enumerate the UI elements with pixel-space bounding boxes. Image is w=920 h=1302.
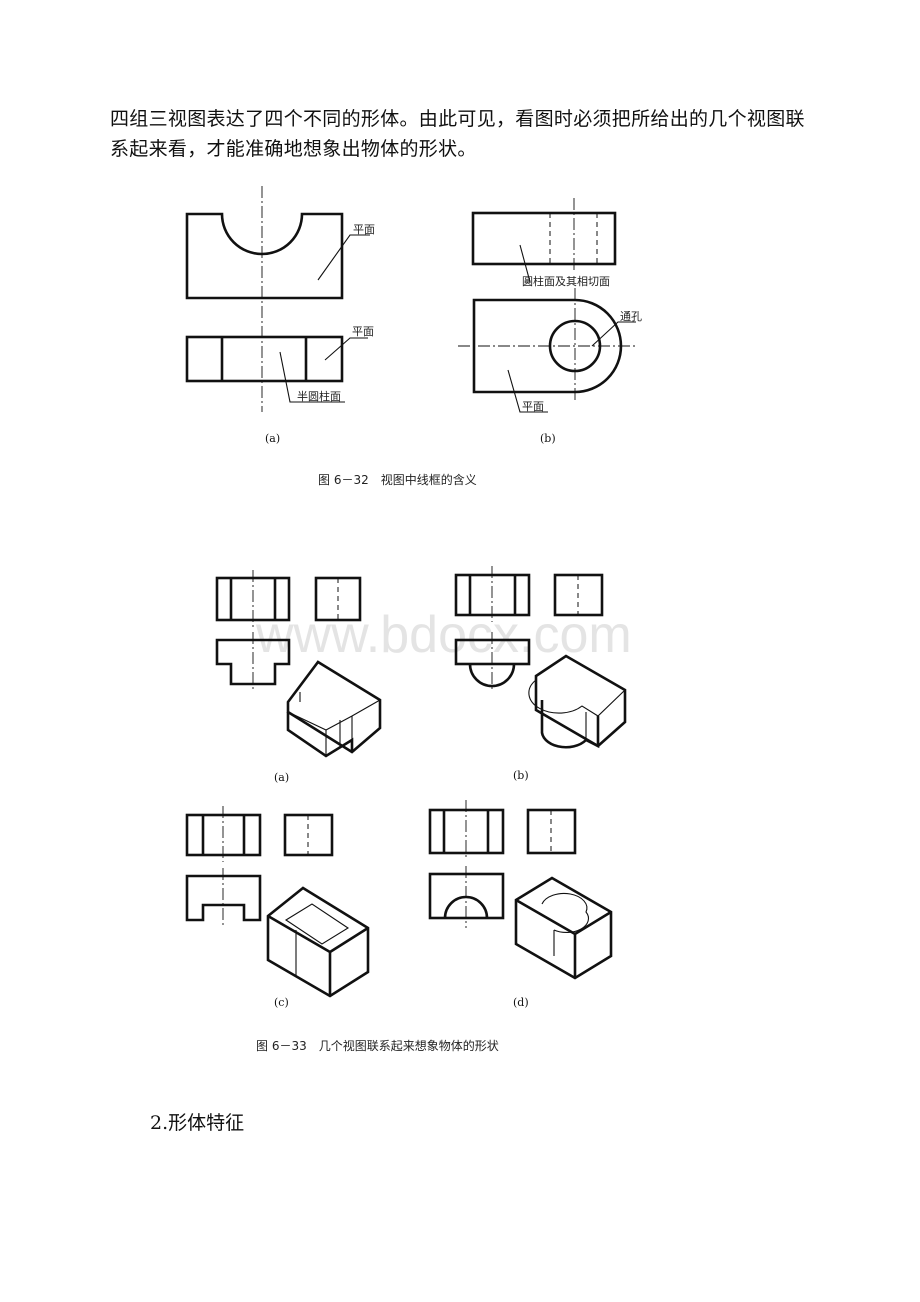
figure-6-33-caption: 图 6－33 几个视图联系起来想象物体的形状 xyxy=(256,1038,499,1053)
label-plane-side: 平面 xyxy=(352,325,374,338)
intro-paragraph: 四组三视图表达了四个不同的形体。由此可见，看图时必须把所给出的几个视图联系起来看… xyxy=(110,108,805,160)
label-plane-b: 平面 xyxy=(522,400,544,413)
fig32-sub-b: (b) xyxy=(540,432,556,445)
figure-6-32-a xyxy=(185,186,370,412)
section-heading: 2.形体特征 xyxy=(150,1112,245,1134)
figure-6-33-d xyxy=(428,800,613,980)
figure-6-33-c xyxy=(185,806,370,998)
label-half-cylinder: 半圆柱面 xyxy=(297,389,341,403)
figure-6-32-caption: 图 6－32 视图中线框的含义 xyxy=(318,472,477,487)
figure-6-32-b xyxy=(458,198,636,413)
fig33-sub-d: (d) xyxy=(513,996,529,1009)
fig33-sub-c: (c) xyxy=(274,996,289,1009)
label-cylinder-tangent: 圆柱面及其相切面 xyxy=(522,274,610,288)
fig32-sub-a: (a) xyxy=(265,432,280,445)
label-through-hole: 通孔 xyxy=(620,310,642,323)
figure-6-33-b xyxy=(454,566,627,749)
fig33-sub-b: (b) xyxy=(513,769,529,782)
fig33-sub-a: (a) xyxy=(274,771,289,784)
figure-6-33-a xyxy=(215,570,382,758)
label-plane-top: 平面 xyxy=(353,223,375,236)
